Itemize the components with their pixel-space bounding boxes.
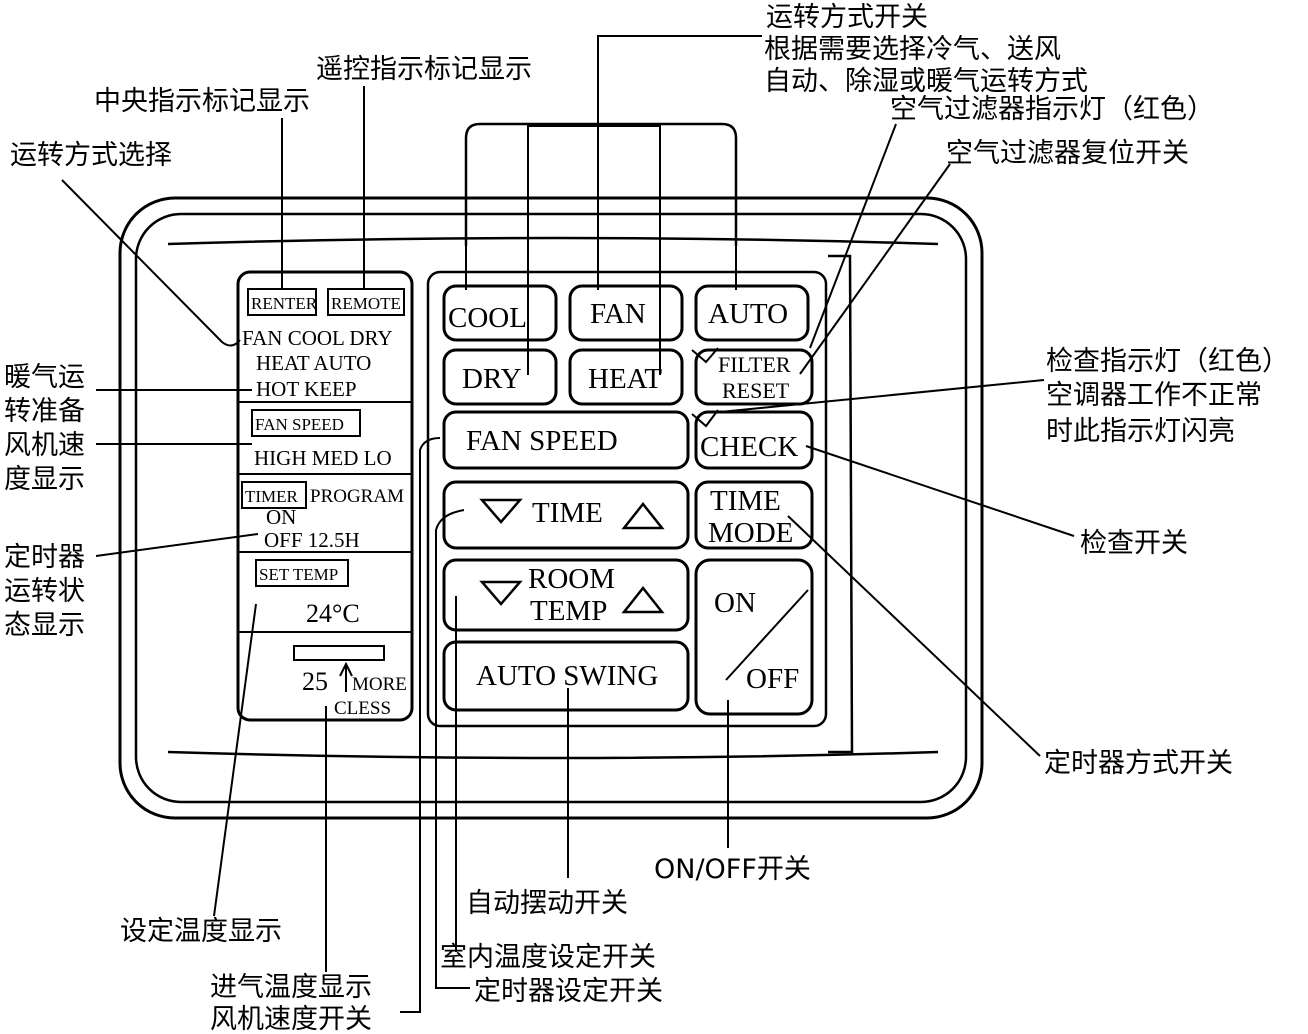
label-filter-reset: 空气过滤器复位开关 bbox=[946, 138, 1189, 169]
label-timer-status1: 定时器 bbox=[4, 542, 85, 573]
temp-label: TEMP bbox=[530, 595, 607, 627]
cool-button[interactable]: COOL bbox=[442, 284, 558, 342]
fan-speed-badge bbox=[251, 409, 361, 437]
label-timer-status3: 态显示 bbox=[4, 610, 85, 641]
auto-swing-button[interactable]: AUTO SWING bbox=[442, 640, 690, 712]
check-indicator-light bbox=[691, 409, 719, 428]
dry-button[interactable]: DRY bbox=[442, 348, 558, 406]
more-label: MORE bbox=[352, 674, 407, 695]
label-filter-light: 空气过滤器指示灯（红色） bbox=[890, 94, 1214, 125]
modes-line1: FAN COOL DRY bbox=[242, 326, 393, 350]
auto-swing-label: AUTO SWING bbox=[476, 660, 658, 692]
label-fan-speed-disp2: 度显示 bbox=[4, 464, 85, 495]
label-check-light2: 空调器工作不正常 bbox=[1046, 380, 1262, 411]
label-timer-set-switch: 定时器设定开关 bbox=[474, 976, 663, 1007]
label-heat-prep2: 转准备 bbox=[4, 396, 85, 427]
intake-temp-value: 25 bbox=[302, 667, 328, 696]
remote-label: REMOTE bbox=[331, 294, 401, 313]
label-check-switch: 检查开关 bbox=[1080, 528, 1188, 559]
heat-button[interactable]: HEAT bbox=[568, 348, 684, 406]
button-panel: COOL FAN AUTO DRY HEAT FILTER RESET FAN … bbox=[426, 270, 828, 728]
triangle-up-icon bbox=[621, 501, 665, 530]
timer-on-label: ON bbox=[266, 505, 296, 529]
label-mode-switch-desc2: 自动、除湿或暖气运转方式 bbox=[764, 66, 1088, 97]
timer-lcd-label: TIMER bbox=[245, 487, 299, 506]
label-fan-speed-disp1: 风机速 bbox=[4, 430, 85, 461]
on-off-divider bbox=[725, 589, 809, 681]
arrow-up-icon bbox=[339, 661, 353, 692]
label-onoff-switch: ON/OFF开关 bbox=[654, 854, 811, 885]
auto-button-label: AUTO bbox=[708, 298, 788, 330]
modes-line2: HEAT AUTO bbox=[256, 351, 371, 375]
label-mode-switch-desc1: 根据需要选择冷气、送风 bbox=[764, 34, 1061, 65]
check-button-label: CHECK bbox=[700, 431, 798, 463]
label-timer-status2: 运转状 bbox=[4, 576, 85, 607]
time-mode-button[interactable]: TIME MODE bbox=[694, 480, 814, 550]
fan-button[interactable]: FAN bbox=[568, 284, 684, 342]
label-auto-swing-switch: 自动摆动开关 bbox=[466, 888, 628, 919]
renter-label: RENTER bbox=[251, 294, 318, 313]
fan-speed-lcd-label: FAN SPEED bbox=[255, 415, 344, 434]
annotation-labels: 运转方式开关 根据需要选择冷气、送风 自动、除湿或暖气运转方式 遥控指示标记显示… bbox=[4, 2, 1289, 1034]
label-room-temp-switch: 室内温度设定开关 bbox=[440, 942, 656, 973]
timer-badge bbox=[241, 481, 307, 509]
on-label: ON bbox=[714, 587, 756, 619]
program-label: PROGRAM bbox=[310, 486, 404, 507]
label-check-light3: 时此指示灯闪亮 bbox=[1046, 416, 1235, 447]
filter-reset-button[interactable]: FILTER RESET bbox=[691, 347, 814, 406]
set-temp-value: 24°C bbox=[306, 599, 360, 628]
filter-indicator-light bbox=[691, 347, 719, 364]
fan-speed-button-label: FAN SPEED bbox=[466, 425, 618, 457]
label-remote-indicator: 遥控指示标记显示 bbox=[316, 54, 532, 85]
label-check-light1: 检查指示灯（红色） bbox=[1046, 346, 1289, 377]
leader-lines bbox=[61, 35, 1075, 1013]
room-temp-button[interactable]: ROOM TEMP bbox=[442, 558, 690, 632]
label-heat-prep1: 暖气运 bbox=[4, 362, 85, 393]
triangle-up-icon bbox=[621, 585, 665, 614]
off-label: OFF bbox=[746, 663, 799, 695]
triangle-down-icon bbox=[479, 580, 523, 606]
intake-bar bbox=[293, 645, 385, 661]
fan-speed-button[interactable]: FAN SPEED bbox=[442, 410, 690, 470]
set-temp-badge bbox=[255, 559, 349, 587]
cool-button-label: COOL bbox=[448, 302, 527, 334]
label-fan-speed-switch: 风机速度开关 bbox=[210, 1004, 372, 1034]
time-button-label: TIME bbox=[532, 497, 603, 529]
triangle-down-icon bbox=[479, 498, 523, 524]
label-mode-select: 运转方式选择 bbox=[10, 140, 172, 171]
on-off-button[interactable]: ON OFF bbox=[694, 558, 814, 716]
label-set-temp-disp: 设定温度显示 bbox=[120, 916, 282, 947]
hot-keep-label: HOT KEEP bbox=[256, 377, 357, 401]
check-button[interactable]: CHECK bbox=[691, 409, 814, 470]
label-mode-switch: 运转方式开关 bbox=[766, 2, 928, 33]
filter-label: FILTER bbox=[718, 352, 791, 377]
lcd-panel: RENTER REMOTE FAN COOL DRY HEAT AUTO HOT… bbox=[236, 270, 414, 722]
label-central-indicator: 中央指示标记显示 bbox=[94, 86, 310, 117]
fan-speed-levels: HIGH MED LO bbox=[254, 446, 392, 470]
set-temp-lcd-label: SET TEMP bbox=[259, 565, 338, 584]
dry-button-label: DRY bbox=[462, 363, 522, 395]
less-label: CLESS bbox=[334, 698, 391, 719]
reset-label: RESET bbox=[722, 378, 790, 403]
timer-set-button[interactable]: TIME bbox=[442, 480, 690, 550]
time-mode-label2: MODE bbox=[708, 517, 793, 549]
remote-badge bbox=[327, 288, 405, 316]
label-timer-mode-switch: 定时器方式开关 bbox=[1044, 748, 1233, 779]
heat-button-label: HEAT bbox=[588, 363, 662, 395]
label-intake-temp-disp: 进气温度显示 bbox=[210, 972, 372, 1003]
time-mode-label1: TIME bbox=[710, 485, 781, 517]
fan-button-label: FAN bbox=[590, 298, 646, 330]
timer-off-label: OFF 12.5H bbox=[264, 528, 360, 552]
room-label: ROOM bbox=[528, 563, 615, 595]
auto-button[interactable]: AUTO bbox=[694, 284, 810, 342]
